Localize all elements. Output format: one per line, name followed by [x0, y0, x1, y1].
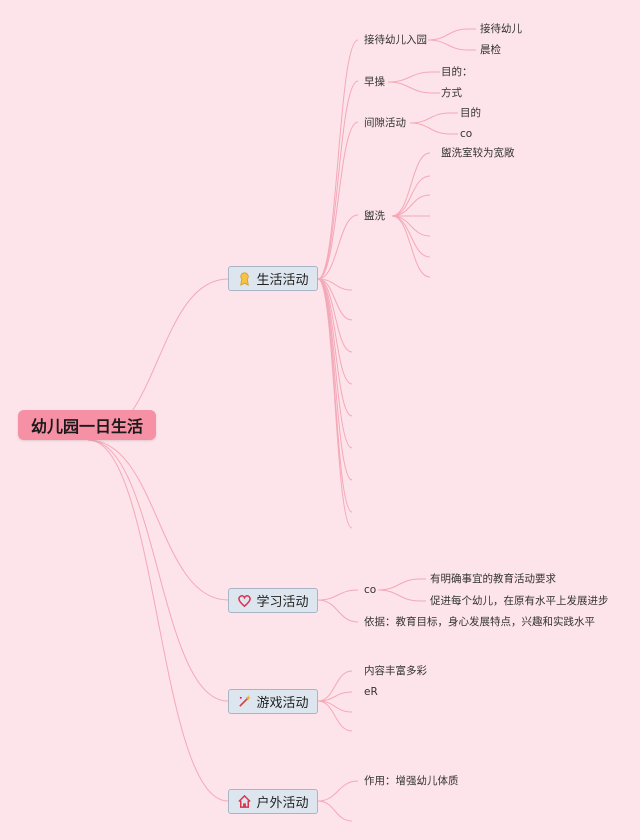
connector-line-33 [377, 589, 426, 602]
connector-line-6 [317, 121, 359, 280]
connector-line-21 [409, 112, 458, 124]
branch-outdoor[interactable]: 户外活动 [228, 789, 318, 814]
connector-line-17 [427, 28, 476, 41]
connector-line-28 [391, 215, 431, 258]
connector-line-13 [317, 278, 353, 449]
connector-line-22 [409, 122, 458, 135]
subtopic-study-1[interactable]: 有明确事宜的教育活动要求 [430, 573, 556, 585]
branch-life-label: 生活活动 [256, 273, 309, 288]
connector-line-37 [317, 700, 353, 732]
subtopic-interval-2[interactable]: co [460, 128, 473, 140]
connector-line-18 [427, 39, 476, 51]
topic-study-co[interactable]: co [364, 584, 377, 596]
connector-line-19 [387, 71, 440, 83]
connector-line-27 [391, 215, 431, 237]
topic-wash[interactable]: 盥洗 [364, 210, 385, 222]
subtopic-study-2[interactable]: 促进每个幼儿，在原有水平上发展进步 [430, 595, 609, 607]
connector-line-30 [317, 589, 359, 601]
connector-line-32 [377, 578, 426, 591]
connector-line-39 [317, 800, 353, 822]
branch-game[interactable]: 游戏活动 [228, 689, 318, 714]
wand-icon [239, 694, 252, 707]
branch-study-label: 学习活动 [256, 595, 309, 610]
connector-line-3 [87, 439, 229, 802]
subtopic-reception-1[interactable]: 接待幼儿 [480, 23, 522, 35]
branch-game-label: 游戏活动 [256, 696, 309, 711]
connector-line-16 [317, 278, 353, 529]
connector-line-20 [387, 81, 440, 94]
subtopic-morning-1[interactable]: 目的： [441, 66, 473, 78]
connector-line-25 [391, 194, 431, 217]
connector-line-7 [317, 214, 359, 280]
subtopic-morning-2[interactable]: 方式 [441, 87, 462, 99]
connector-line-10 [317, 278, 353, 353]
branch-study[interactable]: 学习活动 [228, 588, 318, 613]
branch-outdoor-label: 户外活动 [256, 796, 309, 811]
connector-line-38 [317, 780, 359, 802]
connector-line-31 [317, 599, 359, 623]
connector-line-4 [317, 39, 359, 280]
connector-line-23 [391, 152, 431, 217]
subtopic-reception-2[interactable]: 晨检 [480, 44, 501, 56]
subtopic-interval-1[interactable]: 目的 [460, 107, 481, 119]
connector-line-34 [317, 670, 353, 702]
subtopic-wash-1[interactable]: 盥洗室较为宽敞 [441, 147, 515, 159]
heart-icon [238, 594, 252, 608]
connector-line-24 [391, 175, 431, 217]
house-icon [238, 794, 252, 808]
topic-outdoor-1[interactable]: 作用：增强幼儿体质 [364, 775, 459, 787]
branch-life[interactable]: 生活活动 [228, 266, 318, 291]
connector-line-36 [317, 700, 353, 713]
connector-line-29 [391, 215, 431, 278]
root-node[interactable]: 幼儿园一日生活 [18, 410, 156, 440]
topic-study-basis[interactable]: 依据：教育目标，身心发展特点，兴趣和实践水平 [364, 616, 595, 628]
topic-game-2[interactable]: eR [364, 686, 378, 698]
topic-reception[interactable]: 接待幼儿入园 [364, 34, 427, 46]
connector-line-5 [317, 80, 359, 280]
topic-interval[interactable]: 间隙活动 [364, 117, 406, 129]
topic-morning[interactable]: 早操 [364, 76, 385, 88]
connector-line-1 [87, 439, 229, 601]
connector-line-2 [87, 439, 229, 702]
ribbon-icon [240, 272, 250, 286]
topic-game-1[interactable]: 内容丰富多彩 [364, 665, 427, 677]
